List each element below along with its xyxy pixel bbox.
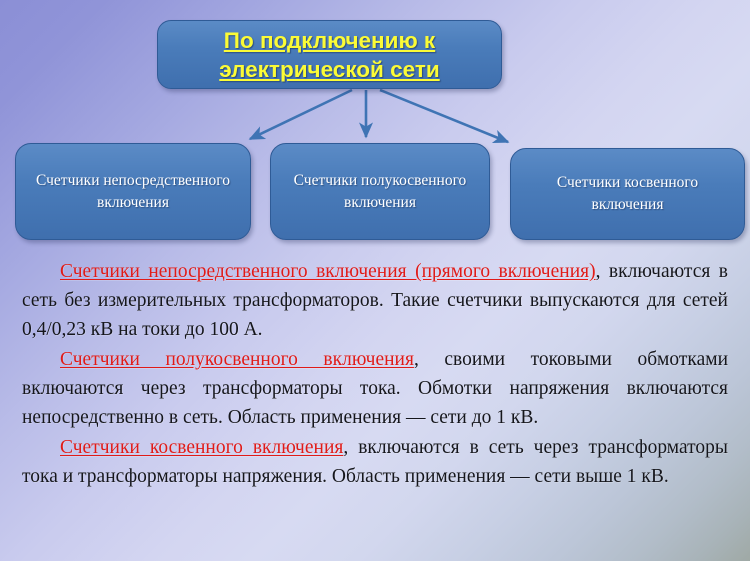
diagram-node-direct-label: Счетчики непосредственного включения — [36, 171, 230, 211]
paragraph-indirect-rest: , включаются в сеть через трансформаторы… — [22, 437, 729, 487]
connector-arrows — [248, 88, 510, 144]
arrow-to-indirect — [379, 88, 510, 144]
arrow-to-direct — [248, 88, 353, 141]
diagram-node-indirect-label: Счетчики косвенного включения — [556, 174, 699, 213]
diagram-title-label: По подключению к электрической сети — [219, 27, 440, 82]
diagram-title-box[interactable]: По подключению к электрической сети — [157, 20, 502, 89]
paragraph-indirect: Счетчики косвенного включения, включаютс… — [22, 433, 728, 491]
paragraph-direct-highlight: Счетчики непосредственного включения (пр… — [60, 261, 596, 282]
body-text-block: Счетчики непосредственного включения (пр… — [22, 257, 728, 491]
hierarchy-diagram: По подключению к электрической сети Счет… — [0, 0, 750, 250]
diagram-node-semi-indirect-label: Счетчики полукосвенного включения — [293, 171, 467, 211]
paragraph-direct-rest: , включаются в сеть без измерительных тр… — [22, 261, 728, 340]
paragraph-direct: Счетчики непосредственного включения (пр… — [22, 257, 728, 344]
diagram-node-semi-indirect[interactable]: Счетчики полукосвенного включения — [270, 143, 490, 240]
diagram-node-direct[interactable]: Счетчики непосредственного включения — [15, 143, 251, 240]
paragraph-indirect-highlight: Счетчики косвенного включения — [60, 437, 344, 458]
paragraph-semi-indirect-highlight: Счетчики полукосвенного включения — [60, 349, 414, 370]
paragraph-semi-indirect-rest: , своими токовыми обмотками включаются ч… — [22, 349, 728, 428]
diagram-node-indirect[interactable]: Счетчики косвенного включения — [510, 148, 745, 240]
paragraph-semi-indirect: Счетчики полукосвенного включения, своим… — [22, 345, 728, 432]
